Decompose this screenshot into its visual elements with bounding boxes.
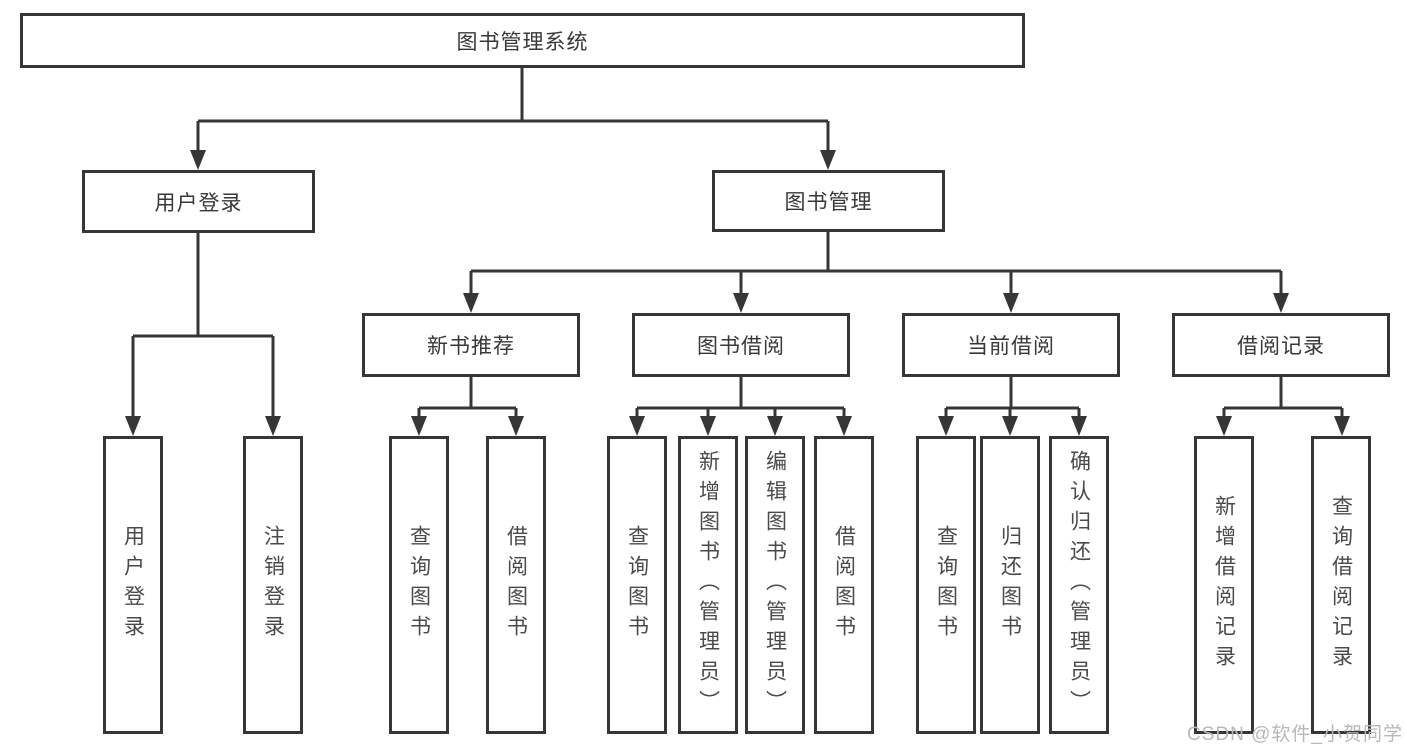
node-current-borrow-label: 当前借阅: [967, 335, 1055, 358]
leaf-current-confirm-return-admin: 确认归还（管理员）: [1049, 436, 1109, 734]
leaf-user-login: 用户登录: [103, 436, 163, 734]
leaf-current-return-books-label: 归还图书: [998, 525, 1022, 645]
leaf-records-query-record-label: 查询借阅记录: [1329, 495, 1353, 675]
leaf-borrow-borrow-books-label: 借阅图书: [832, 525, 856, 645]
node-root-library-system: 图书管理系统: [20, 13, 1025, 68]
leaf-borrow-add-books-admin-label: 新增图书（管理员）: [696, 450, 720, 720]
node-book-borrow: 图书借阅: [632, 313, 850, 377]
leaf-current-confirm-return-admin-label: 确认归还（管理员）: [1067, 450, 1091, 720]
leaf-recommend-query-books-label: 查询图书: [407, 525, 431, 645]
leaf-user-login-label: 用户登录: [121, 525, 145, 645]
leaf-recommend-borrow-books: 借阅图书: [486, 436, 546, 734]
leaf-borrow-edit-books-admin-label: 编辑图书（管理员）: [763, 450, 787, 720]
leaf-borrow-add-books-admin: 新增图书（管理员）: [678, 436, 738, 734]
leaf-recommend-borrow-books-label: 借阅图书: [504, 525, 528, 645]
leaf-borrow-edit-books-admin: 编辑图书（管理员）: [745, 436, 805, 734]
node-book-management: 图书管理: [712, 170, 945, 232]
leaf-borrow-query-books: 查询图书: [607, 436, 667, 734]
leaf-current-query-books: 查询图书: [916, 436, 976, 734]
leaf-records-query-record: 查询借阅记录: [1311, 436, 1371, 734]
leaf-records-add-record-label: 新增借阅记录: [1212, 495, 1236, 675]
node-book-management-label: 图书管理: [784, 191, 873, 214]
leaf-records-add-record: 新增借阅记录: [1194, 436, 1254, 734]
leaf-borrow-borrow-books: 借阅图书: [814, 436, 874, 734]
leaf-borrow-query-books-label: 查询图书: [625, 525, 649, 645]
node-user-login: 用户登录: [82, 170, 315, 233]
node-borrow-records: 借阅记录: [1172, 313, 1390, 377]
node-root-label: 图书管理系统: [456, 30, 589, 54]
node-new-book-recommend-label: 新书推荐: [427, 335, 515, 358]
leaf-current-return-books: 归还图书: [980, 436, 1040, 734]
leaf-logout: 注销登录: [243, 436, 303, 734]
watermark-text: CSDN @软件_小贺同学: [1187, 724, 1403, 745]
leaf-current-query-books-label: 查询图书: [934, 525, 958, 645]
leaf-logout-label: 注销登录: [261, 525, 285, 645]
node-new-book-recommend: 新书推荐: [362, 313, 580, 377]
node-borrow-records-label: 借阅记录: [1237, 335, 1325, 358]
node-current-borrow: 当前借阅: [902, 313, 1120, 377]
node-user-login-label: 用户登录: [154, 191, 243, 215]
leaf-recommend-query-books: 查询图书: [389, 436, 449, 734]
node-book-borrow-label: 图书借阅: [697, 335, 785, 358]
